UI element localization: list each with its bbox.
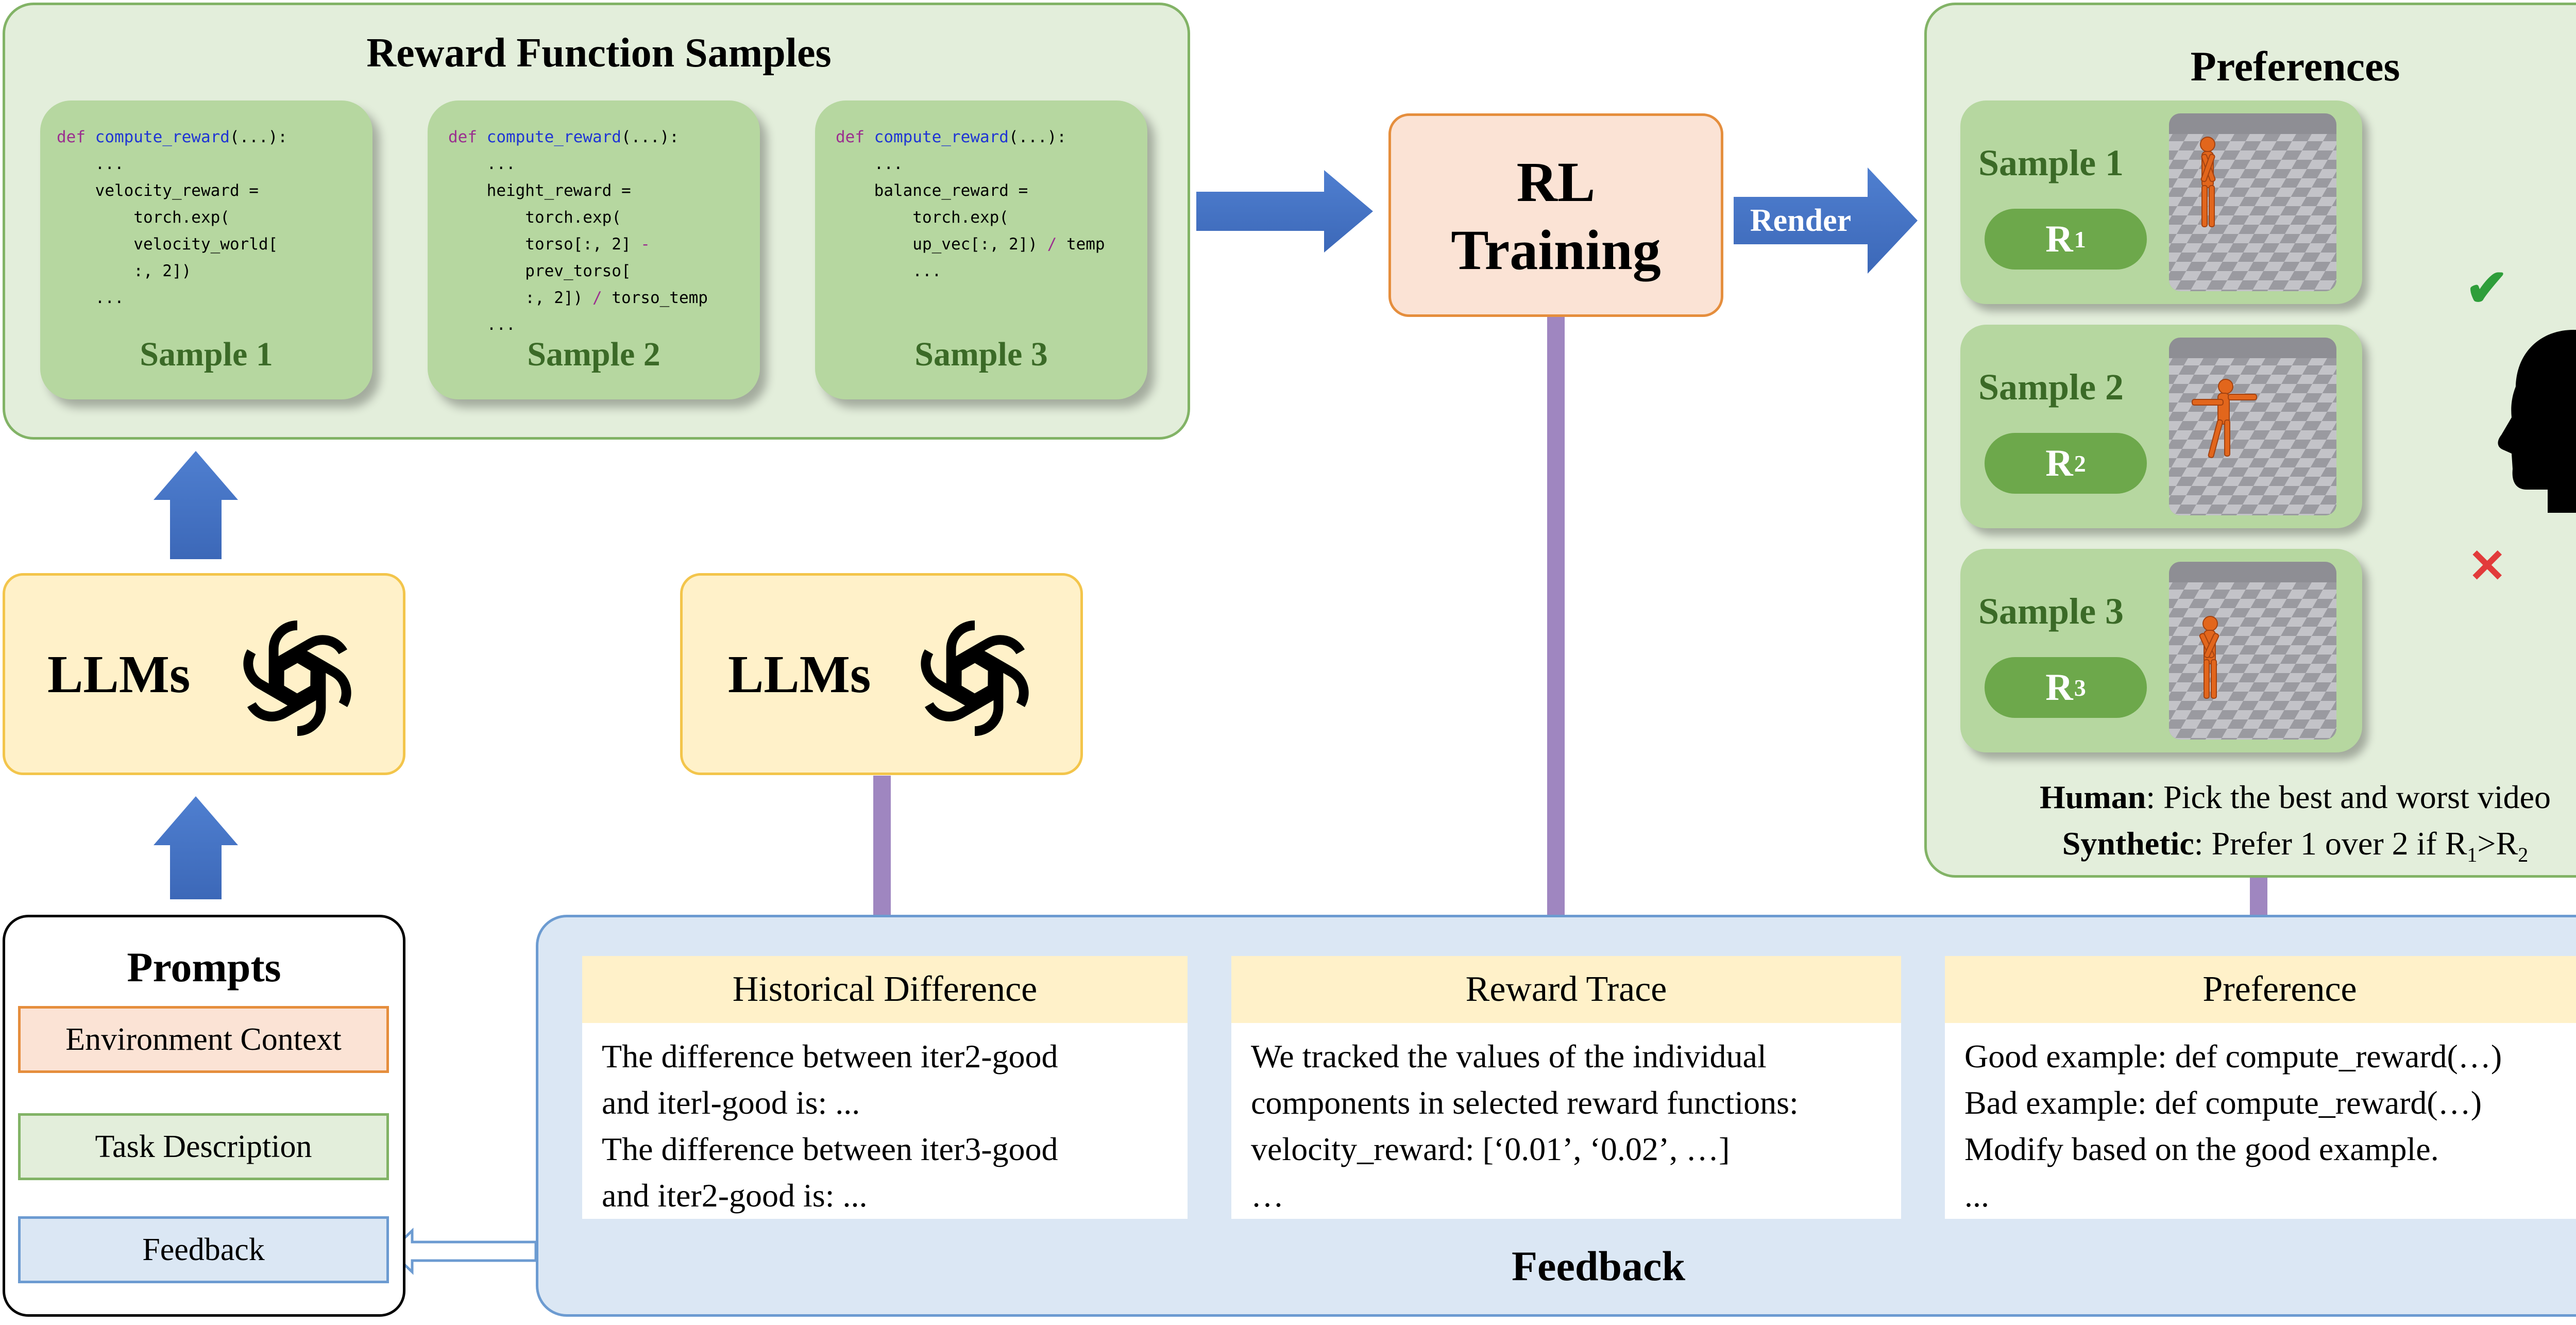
code-line: prev_torso[ — [448, 262, 631, 280]
rollout-video-thumbnail — [2169, 113, 2336, 291]
arrow-render — [1734, 167, 1918, 274]
code-line: def compute_reward(...): — [57, 128, 287, 146]
code-line: torso[:, 2] - — [448, 235, 650, 254]
code-line: ... — [836, 155, 903, 173]
feedback-col-historical-header: Historical Difference — [582, 956, 1188, 1023]
code-line: :, 2]) — [57, 262, 192, 280]
reward-sample-card: def compute_reward(...): ... balance_rew… — [815, 100, 1147, 399]
reward-sample-card: def compute_reward(...): ... height_rewa… — [428, 100, 760, 399]
reward-sample-title: Sample 2 — [527, 336, 660, 373]
reward-sample-code: def compute_reward(...): ... balance_rew… — [836, 124, 1105, 284]
preference-sample-name: Sample 1 — [1978, 142, 2124, 183]
rl-training-line1: RL — [1516, 150, 1596, 213]
feedback-col-reward-trace-body: We tracked the values of the individual … — [1231, 1023, 1901, 1219]
code-line: def compute_reward(...): — [448, 128, 679, 146]
code-line: velocity_world[ — [57, 235, 278, 254]
prompt-environment-context: Environment Context — [18, 1006, 389, 1073]
feedback-col-preference-header: Preference — [1945, 956, 2576, 1023]
arrow-samples-to-rl — [1196, 170, 1373, 253]
reward-sample-code: def compute_reward(...): ... velocity_re… — [57, 124, 287, 311]
code-line: torch.exp( — [836, 208, 1009, 227]
rollout-video-thumbnail — [2169, 562, 2336, 740]
llm-label: LLMs — [47, 645, 191, 704]
preferences-human-rule: Human: Pick the best and worst video — [2040, 779, 2551, 815]
rl-training-line2: Training — [1451, 219, 1661, 281]
preferences-synthetic-rule: Synthetic: Prefer 1 over 2 if R1>R2 — [2062, 825, 2529, 866]
openai-logo-icon — [228, 620, 367, 748]
code-line: up_vec[:, 2]) / temp — [836, 235, 1105, 254]
llm-box-left: LLMs — [3, 573, 405, 775]
preference-sample-name: Sample 3 — [1978, 591, 2124, 632]
reward-samples-title: Reward Function Samples — [366, 30, 832, 76]
code-line: ... — [448, 155, 516, 173]
code-line: def compute_reward(...): — [836, 128, 1066, 146]
code-line: velocity_reward = — [57, 181, 259, 200]
prompt-feedback: Feedback — [18, 1216, 389, 1283]
rollout-video-thumbnail — [2169, 338, 2336, 515]
openai-logo-icon — [905, 620, 1044, 748]
code-line: balance_reward = — [836, 181, 1028, 200]
rl-training-box: RL Training — [1388, 113, 1723, 317]
llm-box-middle: LLMs — [680, 573, 1083, 775]
code-line: torch.exp( — [448, 208, 621, 227]
preferences-title: Preferences — [2190, 43, 2400, 90]
code-line: height_reward = — [448, 181, 631, 200]
code-line: :, 2]) / torso_temp — [448, 289, 708, 307]
reward-sample-card: def compute_reward(...): ... velocity_re… — [40, 100, 372, 399]
code-line: ... — [57, 289, 124, 307]
reward-sample-code: def compute_reward(...): ... height_rewa… — [448, 124, 708, 338]
human-head-icon — [2498, 330, 2576, 513]
check-icon: ✔ — [2465, 260, 2509, 317]
reward-sample-title: Sample 3 — [914, 336, 1048, 373]
code-line: torch.exp( — [57, 208, 230, 227]
code-line: ... — [448, 315, 516, 334]
feedback-col-reward-trace-header: Reward Trace — [1231, 956, 1901, 1023]
arrow-feedback-to-prompts — [388, 1228, 537, 1275]
render-label: Render — [1750, 203, 1852, 238]
feedback-col-preference-body: Good example: def compute_reward(…) Bad … — [1945, 1023, 2576, 1219]
llm-label: LLMs — [728, 645, 871, 704]
preference-sample-name: Sample 2 — [1978, 366, 2124, 408]
reward-sample-title: Sample 1 — [140, 336, 273, 373]
cross-icon: ✕ — [2468, 541, 2507, 592]
feedback-col-historical-body: The difference between iter2-good and it… — [582, 1023, 1188, 1219]
feedback-title: Feedback — [1511, 1243, 1686, 1289]
prompt-task-description: Task Description — [18, 1113, 389, 1180]
code-line: ... — [836, 262, 942, 280]
prompts-title: Prompts — [127, 944, 281, 991]
arrow-prompts-to-llm — [154, 796, 238, 899]
code-line: ... — [57, 155, 124, 173]
arrow-llm-to-samples — [154, 451, 238, 559]
